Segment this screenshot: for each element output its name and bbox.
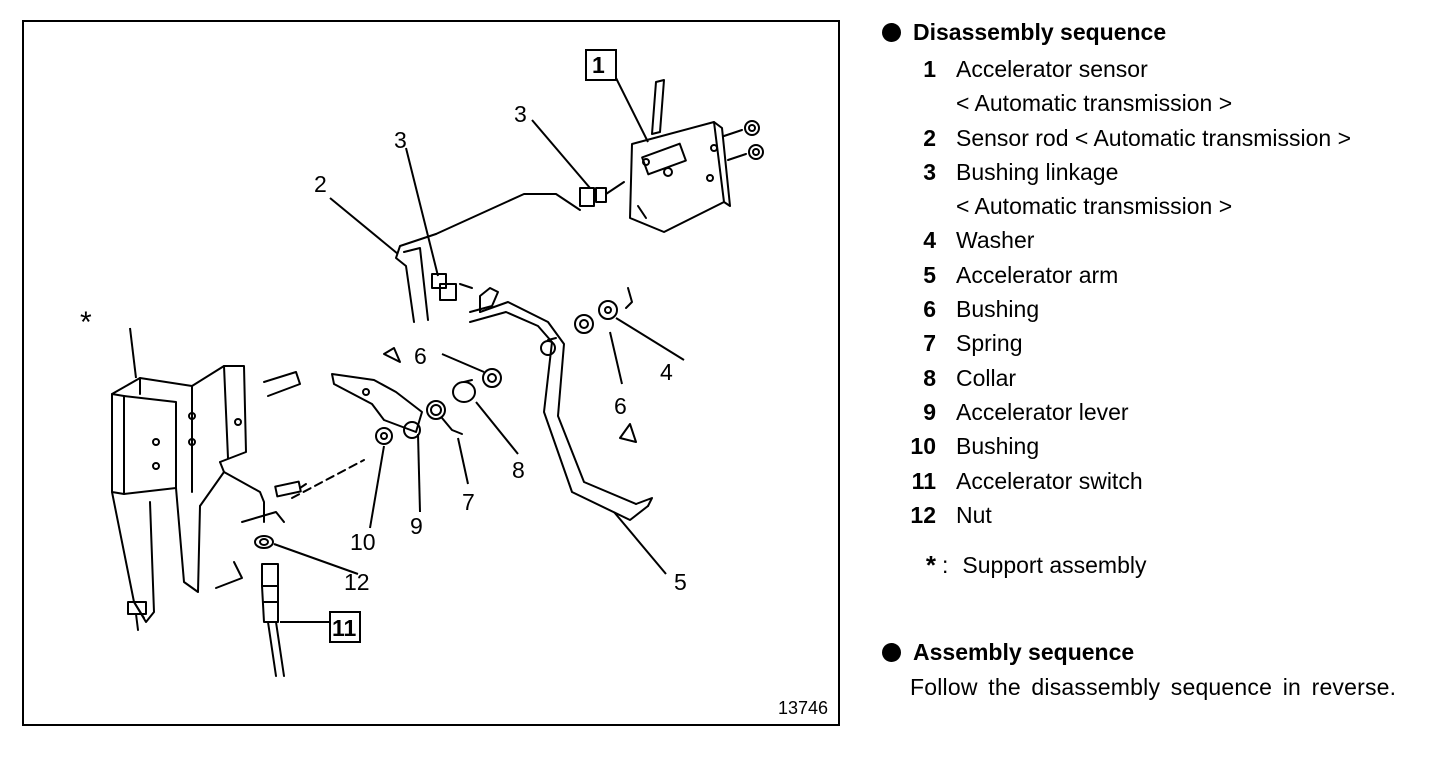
- part-bushing-linkage-upper: [579, 181, 625, 207]
- disassembly-list: 1 Accelerator sensor < Automatic transmi…: [880, 52, 1440, 532]
- callout-10: 10: [350, 529, 376, 555]
- callout-3-upper: 3: [394, 127, 407, 153]
- item-sub-label: < Automatic transmission >: [956, 90, 1233, 117]
- part-accelerator-arm: [469, 287, 653, 521]
- item-label: Sensor rod < Automatic transmission >: [956, 124, 1352, 151]
- parts-text-panel: Disassembly sequence 1 Accelerator senso…: [880, 14, 1440, 704]
- callout-1: 1: [592, 52, 605, 78]
- item-label: Bushing: [956, 296, 1040, 323]
- exploded-view-diagram: 1 2 3 3 4 5 6 6 7 8 9 10 11 12 * 13746: [22, 20, 840, 726]
- callout-7: 7: [462, 489, 475, 515]
- item-label: Accelerator switch: [956, 467, 1143, 494]
- part-sensor-rod: [395, 193, 581, 323]
- item-number: 4: [923, 227, 936, 254]
- figure-number: 13746: [778, 698, 828, 718]
- assembly-heading-text: Assembly sequence: [913, 638, 1135, 665]
- callout-11: 11: [332, 615, 357, 641]
- item-label: Spring: [956, 330, 1023, 357]
- item-number: 1: [923, 56, 936, 82]
- part-nut: [254, 535, 274, 549]
- callout-6-right: 6: [614, 393, 627, 419]
- part-washer: [598, 287, 633, 320]
- callout-6-left: 6: [414, 343, 427, 369]
- item-number: 3: [923, 158, 936, 185]
- bullet-icon: [882, 22, 901, 42]
- part-bushing-10: [375, 427, 393, 445]
- part-bushings: [383, 314, 637, 443]
- list-item: 6 Bushing: [880, 292, 1440, 326]
- item-label: Accelerator sensor: [956, 56, 1148, 82]
- list-item: 5 Accelerator arm: [880, 258, 1440, 292]
- list-item: 9 Accelerator lever: [880, 395, 1440, 429]
- callout-3-lower: 3: [514, 101, 527, 127]
- note-text: Support assembly: [962, 552, 1147, 579]
- item-number: 8: [923, 364, 936, 391]
- item-number: 2: [923, 124, 936, 151]
- item-label: Accelerator lever: [956, 398, 1129, 425]
- list-item: 2 Sensor rod < Automatic transmission >: [880, 121, 1440, 155]
- item-label: Accelerator arm: [956, 261, 1119, 288]
- list-item: 7 Spring: [880, 326, 1440, 360]
- item-number: 5: [923, 261, 936, 288]
- item-sub-label: < Automatic transmission >: [956, 193, 1233, 220]
- list-item: 4 Washer: [880, 223, 1440, 257]
- support-assembly-note: * : Support assembly: [880, 548, 1440, 582]
- item-number: 9: [923, 398, 936, 425]
- callout-8: 8: [512, 457, 525, 483]
- callout-support-asterisk: *: [80, 306, 92, 339]
- list-item: 12 Nut: [880, 498, 1440, 532]
- note-symbol: *: [925, 550, 936, 581]
- leader-lines: [129, 77, 685, 623]
- note-separator: :: [942, 552, 949, 579]
- item-number: 11: [911, 467, 936, 494]
- item-number: 6: [923, 296, 936, 323]
- disassembly-heading-text: Disassembly sequence: [913, 18, 1167, 45]
- item-label: Nut: [956, 501, 992, 528]
- item-label: Collar: [956, 364, 1017, 391]
- callout-4: 4: [660, 359, 673, 385]
- item-label: Bushing: [956, 433, 1040, 460]
- item-number: 7: [923, 330, 936, 357]
- bullet-icon: [882, 642, 901, 662]
- disassembly-heading: Disassembly sequence: [880, 14, 1440, 50]
- item-number: 12: [910, 501, 936, 528]
- part-support-assembly: [111, 365, 307, 631]
- assembly-instruction: Follow the disassembly sequence in rever…: [910, 674, 1397, 701]
- item-number: 10: [910, 433, 936, 460]
- part-spring: [426, 400, 463, 435]
- part-accelerator-sensor: [629, 79, 764, 233]
- list-item: 8 Collar: [880, 361, 1440, 395]
- diagram-drawing: 1 2 3 3 4 5 6 6 7 8 9 10 11 12 * 13746: [80, 49, 828, 718]
- callout-box-1: [585, 49, 617, 81]
- list-item: 11 Accelerator switch: [880, 464, 1440, 498]
- list-item: 3 Bushing linkage: [880, 155, 1440, 189]
- callout-9: 9: [410, 513, 423, 539]
- part-accelerator-switch: [261, 563, 285, 677]
- assembly-heading: Assembly sequence: [880, 634, 1440, 670]
- callout-12: 12: [344, 569, 370, 595]
- list-item: 1 Accelerator sensor: [880, 52, 1440, 86]
- item-label: Bushing linkage: [956, 158, 1119, 185]
- part-collar: [452, 379, 476, 403]
- list-item: 10 Bushing: [880, 429, 1440, 463]
- callout-box-11: [329, 611, 361, 643]
- assembly-section: Assembly sequence Follow the disassembly…: [880, 634, 1440, 704]
- callout-2: 2: [314, 171, 327, 197]
- part-accelerator-lever: [331, 373, 423, 439]
- part-bushing-linkage-lower: [431, 273, 473, 301]
- callout-5: 5: [674, 569, 687, 595]
- item-label: Washer: [956, 227, 1035, 254]
